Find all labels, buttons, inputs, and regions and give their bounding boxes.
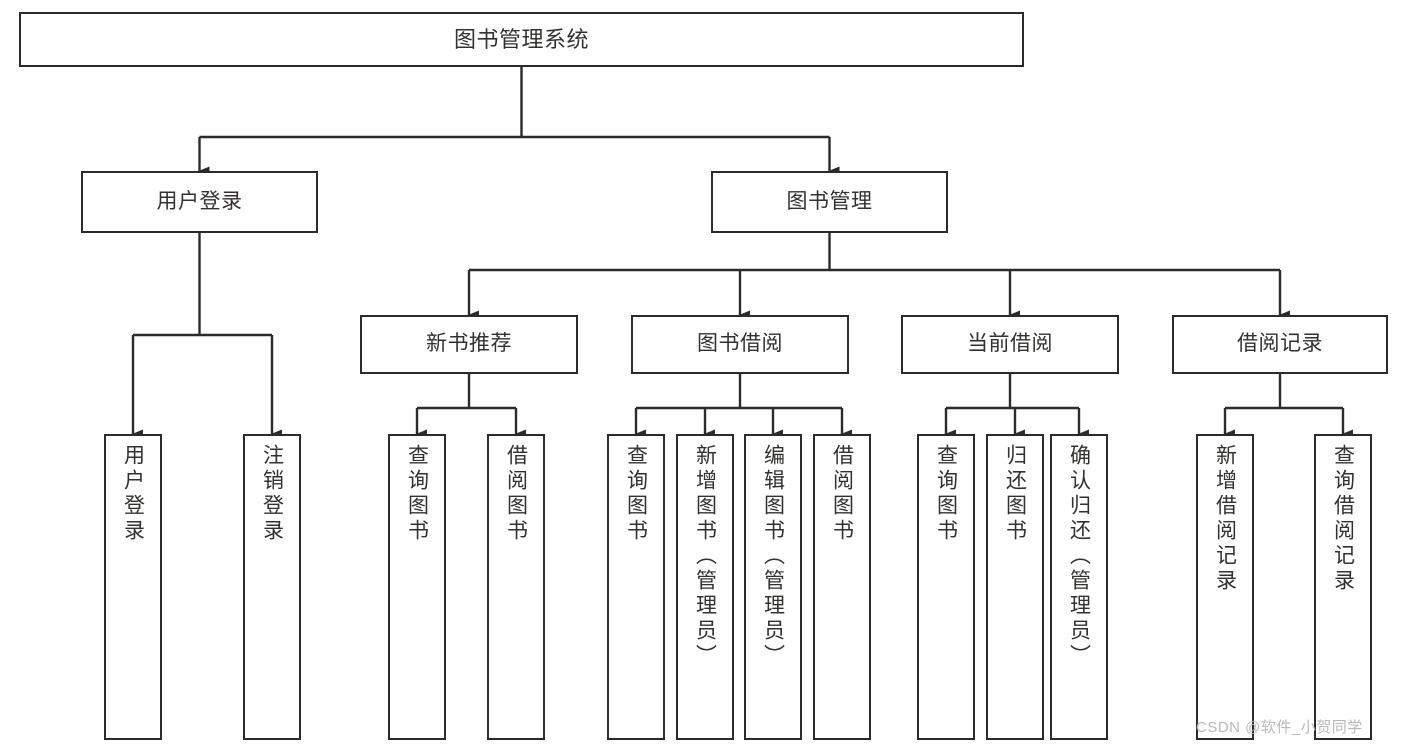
node-label: 新增借阅记录 [1213, 444, 1237, 594]
node-leaf-logout-login[interactable]: 注销登录 [243, 434, 301, 740]
node-new-book-recommend[interactable]: 新书推荐 [360, 315, 578, 374]
node-leaf-confirm-return-admin[interactable]: 确认归还（管理员） [1050, 434, 1108, 740]
node-label: 查询图书 [934, 444, 958, 544]
node-leaf-add-book-admin[interactable]: 新增图书（管理员） [676, 434, 734, 740]
node-label: 编辑图书（管理员） [761, 444, 785, 669]
node-label: 借阅图书 [504, 444, 528, 544]
node-label: 用户登录 [156, 189, 243, 213]
node-label: 注销登录 [260, 444, 284, 544]
node-book-manage[interactable]: 图书管理 [711, 171, 948, 233]
node-label: 借阅图书 [830, 444, 854, 544]
node-current-borrow[interactable]: 当前借阅 [901, 315, 1119, 374]
node-root[interactable]: 图书管理系统 [19, 12, 1024, 67]
node-label: 新书推荐 [426, 332, 512, 356]
node-label: 查询借阅记录 [1331, 444, 1355, 594]
node-label: 查询图书 [624, 444, 648, 544]
node-borrow-record[interactable]: 借阅记录 [1172, 315, 1388, 374]
node-book-borrow[interactable]: 图书借阅 [631, 315, 849, 374]
node-leaf-user-login[interactable]: 用户登录 [104, 434, 162, 740]
node-label: 图书管理 [786, 189, 873, 213]
node-leaf-add-borrow-record[interactable]: 新增借阅记录 [1196, 434, 1254, 740]
node-leaf-query-book-1[interactable]: 查询图书 [388, 434, 446, 740]
node-leaf-query-book-2[interactable]: 查询图书 [607, 434, 665, 740]
node-leaf-query-book-3[interactable]: 查询图书 [917, 434, 975, 740]
node-label: 用户登录 [121, 444, 145, 544]
node-label: 新增图书（管理员） [693, 444, 717, 669]
csdn-watermark: CSDN @软件_小贺同学 [1196, 719, 1363, 736]
node-leaf-query-borrow-record[interactable]: 查询借阅记录 [1314, 434, 1372, 740]
node-label: 归还图书 [1003, 444, 1027, 544]
node-label: 当前借阅 [967, 332, 1053, 356]
node-label: 图书借阅 [697, 332, 783, 356]
node-leaf-return-book[interactable]: 归还图书 [986, 434, 1044, 740]
node-label: 借阅记录 [1237, 332, 1323, 356]
node-label: 图书管理系统 [453, 26, 589, 52]
node-label: 确认归还（管理员） [1067, 444, 1091, 669]
node-label: 查询图书 [405, 444, 429, 544]
node-user-login[interactable]: 用户登录 [81, 171, 318, 233]
node-leaf-borrow-book-1[interactable]: 借阅图书 [487, 434, 545, 740]
connector-lines [131, 67, 1353, 439]
node-leaf-borrow-book-2[interactable]: 借阅图书 [813, 434, 871, 740]
node-leaf-edit-book-admin[interactable]: 编辑图书（管理员） [744, 434, 802, 740]
